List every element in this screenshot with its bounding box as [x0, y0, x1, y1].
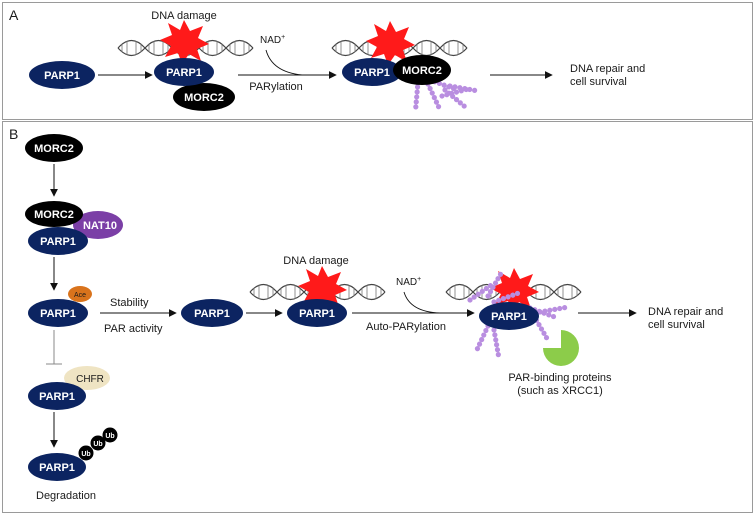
repair-a-line2: cell survival: [570, 76, 627, 88]
dna-damage-a-label: DNA damage: [151, 10, 216, 22]
morc2-b2: [25, 201, 83, 227]
nad-b-label: NAD+: [396, 276, 421, 288]
parp1-b6-label: PARP1: [194, 308, 230, 320]
parp1-b4: [28, 382, 86, 410]
parp1-b7-label: PARP1: [299, 308, 335, 320]
par-binding-line1: PAR-binding proteins: [508, 372, 612, 384]
parp1-a3: [342, 58, 402, 86]
parp1-b3-label: PARP1: [40, 308, 76, 320]
parp1-b5: [28, 453, 86, 481]
panel-b-label: B: [9, 126, 18, 142]
nad-a-label: NAD+: [260, 34, 285, 46]
parp1-b7: [287, 299, 347, 327]
nad-curve-a: [265, 49, 303, 76]
parylation-label: PARylation: [249, 81, 303, 93]
repair-b-line2: cell survival: [648, 319, 705, 331]
stability-label: Stability: [110, 297, 149, 309]
morc2-a3: [393, 55, 451, 85]
ub-tag-3: [102, 427, 118, 443]
parp1-b2-label: PARP1: [40, 236, 76, 248]
panel-a-border: [2, 2, 753, 120]
parp1-a2-label: PARP1: [166, 67, 202, 79]
parp1-a1-label: PARP1: [44, 70, 80, 82]
morc2-a2-label: MORC2: [184, 92, 224, 104]
chfr-b4-label: CHFR: [76, 374, 104, 385]
auto-parylation-label: Auto-PARylation: [366, 321, 446, 333]
chfr-b4: [64, 366, 110, 390]
parp1-b5-label: PARP1: [39, 462, 75, 474]
parp1-b8-label: PARP1: [491, 311, 527, 323]
dna-damage-b-label: DNA damage: [283, 255, 348, 267]
nad-curve-b: [403, 291, 441, 314]
nat10-b2: [73, 211, 123, 239]
repair-a-line1: DNA repair and: [570, 63, 645, 75]
damage-burst-a2: [160, 20, 209, 64]
ub-tag-2-label: Ub: [93, 441, 102, 448]
morc2-b2-label: MORC2: [34, 209, 74, 221]
parp1-b6: [181, 299, 243, 327]
parp1-a3-label: PARP1: [354, 67, 390, 79]
panel-b-border: [2, 121, 753, 513]
par-activity-label: PAR activity: [104, 323, 163, 335]
ub-tag-1-label: Ub: [81, 451, 90, 458]
ace-tag-label: Ace: [74, 292, 86, 299]
nat10-b2-label: NAT10: [83, 220, 117, 232]
repair-b-line1: DNA repair and: [648, 306, 723, 318]
morc2-b1: [25, 134, 83, 162]
degradation-label: Degradation: [36, 490, 96, 502]
morc2-b1-label: MORC2: [34, 143, 74, 155]
ace-tag: [68, 286, 92, 302]
parp1-a1: [29, 61, 95, 89]
parp1-b4-label: PARP1: [39, 391, 75, 403]
ub-tag-3-label: Ub: [105, 433, 114, 440]
par-binding-protein-shape: [543, 330, 579, 366]
morc2-a3-label: MORC2: [402, 65, 442, 77]
parp1-a2: [154, 58, 214, 86]
parp1-b2: [28, 227, 88, 255]
par-binding-line2: (such as XRCC1): [517, 385, 603, 397]
ub-tag-2: [90, 435, 106, 451]
parp1-b3: [28, 299, 88, 327]
panel-a-label: A: [9, 7, 19, 23]
parp1-b8: [479, 302, 539, 330]
morc2-a2: [173, 83, 235, 111]
ub-tag-1: [78, 445, 94, 461]
